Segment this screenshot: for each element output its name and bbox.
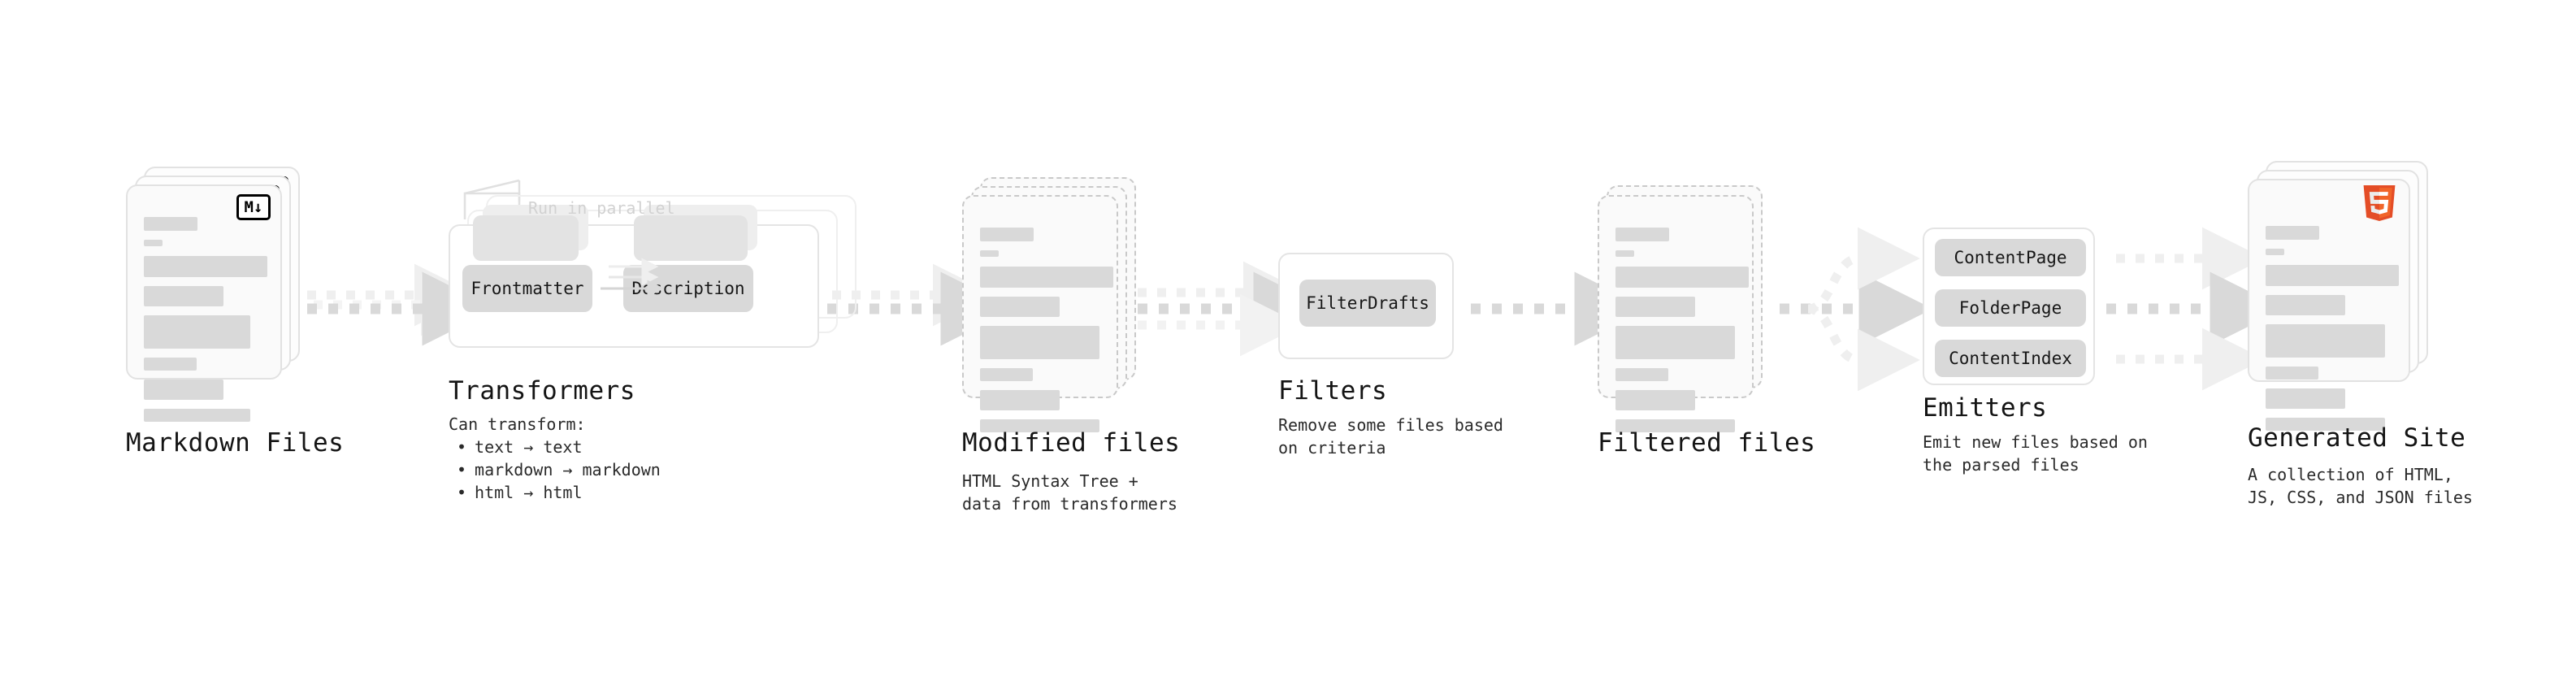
- transformer-chip-frontmatter[interactable]: Frontmatter: [462, 265, 592, 312]
- markdown-file-card-front: M↓: [126, 184, 282, 422]
- emitters-title: Emitters: [1923, 393, 2048, 423]
- transformer-inner-arrows: [601, 258, 665, 297]
- bar-line-5: [144, 380, 223, 400]
- bar-line-3: [980, 326, 1099, 359]
- bar-subtitle: [1615, 250, 1634, 257]
- bar-line-6: [980, 419, 1099, 432]
- content-bars: [144, 217, 267, 431]
- bar-line-1: [1615, 267, 1749, 288]
- bar-line-1: [144, 256, 267, 277]
- connector-emitters-to-site: [2106, 227, 2284, 391]
- transformer-chip-frontmatter-mid: [473, 215, 579, 261]
- connector-modified-to-filters: [1138, 261, 1328, 357]
- transformers-bullet-list: text → text markdown → markdown html → h…: [457, 436, 661, 504]
- bar-line-3: [1615, 326, 1735, 359]
- bar-line-1: [980, 267, 1113, 288]
- emitter-chip-folderpage[interactable]: FolderPage: [1935, 289, 2086, 327]
- bar-line-4: [980, 368, 1033, 381]
- generated-site-title: Generated Site: [2248, 423, 2466, 453]
- bar-line-4: [2266, 367, 2318, 380]
- emitters-desc: Emit new files based on the parsed files: [1923, 432, 2148, 475]
- emitter-chip-folderpage-label: FolderPage: [1958, 298, 2062, 318]
- bar-line-5: [2266, 388, 2345, 409]
- bar-title: [1615, 228, 1669, 241]
- bar-line-2: [2266, 295, 2345, 315]
- connector-filtered-to-emitters: [1780, 227, 1933, 392]
- filter-chip-filterdrafts-label: FilterDrafts: [1306, 293, 1429, 313]
- bar-line-2: [980, 297, 1060, 317]
- filter-chip-filterdrafts[interactable]: FilterDrafts: [1299, 280, 1436, 327]
- emitter-chip-contentpage-label: ContentPage: [1954, 248, 2067, 267]
- markdown-icon-front: M↓: [236, 194, 271, 220]
- filters-title: Filters: [1278, 376, 1388, 406]
- bar-subtitle: [980, 250, 999, 257]
- bar-line-6: [2266, 418, 2385, 431]
- transformers-title: Transformers: [449, 376, 635, 406]
- bar-line-5: [980, 390, 1060, 410]
- bar-line-5: [1615, 390, 1695, 410]
- filters-group: FilterDrafts: [1278, 253, 1454, 359]
- emitter-chip-contentindex[interactable]: ContentIndex: [1935, 340, 2086, 377]
- generated-site-desc: A collection of HTML, JS, CSS, and JSON …: [2248, 465, 2473, 507]
- bar-subtitle: [144, 240, 163, 246]
- modified-files-title: Modified files: [962, 428, 1181, 458]
- run-in-parallel-label: Run in parallel: [528, 198, 675, 218]
- transformer-chip-frontmatter-label: Frontmatter: [471, 279, 584, 298]
- bar-line-6: [144, 409, 250, 422]
- modified-files-desc: HTML Syntax Tree + data from transformer…: [962, 471, 1177, 514]
- emitters-group: ContentPage FolderPage ContentIndex: [1923, 228, 2095, 385]
- bar-line-1: [2266, 265, 2399, 286]
- bar-title: [144, 217, 197, 231]
- filters-desc: Remove some files based on criteria: [1278, 415, 1503, 458]
- bar-subtitle: [2266, 249, 2284, 255]
- bar-title: [980, 228, 1034, 241]
- bar-line-4: [144, 358, 197, 371]
- emitter-chip-contentpage[interactable]: ContentPage: [1935, 239, 2086, 276]
- bar-title: [2266, 226, 2319, 240]
- bar-line-2: [144, 286, 223, 306]
- transformers-bullet-2: html → html: [457, 481, 661, 504]
- modified-file-card-front: [962, 195, 1118, 432]
- filtered-files-title: Filtered files: [1598, 428, 1816, 458]
- generated-site-card-front: [2248, 179, 2410, 431]
- html5-icon: [2363, 185, 2396, 221]
- bar-line-6: [1615, 419, 1735, 432]
- content-bars: [1615, 228, 1749, 441]
- transformer-chip-description-mid: [634, 215, 748, 261]
- emitter-chip-contentindex-label: ContentIndex: [1949, 349, 2072, 368]
- filtered-file-card-front: [1598, 195, 1754, 432]
- transformers-desc-heading: Can transform:: [449, 414, 586, 434]
- bar-line-3: [2266, 324, 2385, 358]
- bar-line-4: [1615, 368, 1668, 381]
- transformers-bullet-1: markdown → markdown: [457, 458, 661, 481]
- bar-line-2: [1615, 297, 1695, 317]
- markdown-files-title: Markdown Files: [126, 428, 345, 458]
- content-bars: [980, 228, 1113, 441]
- connector-markdown-to-transformers: [307, 263, 497, 346]
- transformers-bullet-0: text → text: [457, 436, 661, 458]
- bar-line-3: [144, 315, 250, 349]
- transformer-container-front: Frontmatter Description: [449, 205, 819, 348]
- content-bars: [2266, 226, 2399, 440]
